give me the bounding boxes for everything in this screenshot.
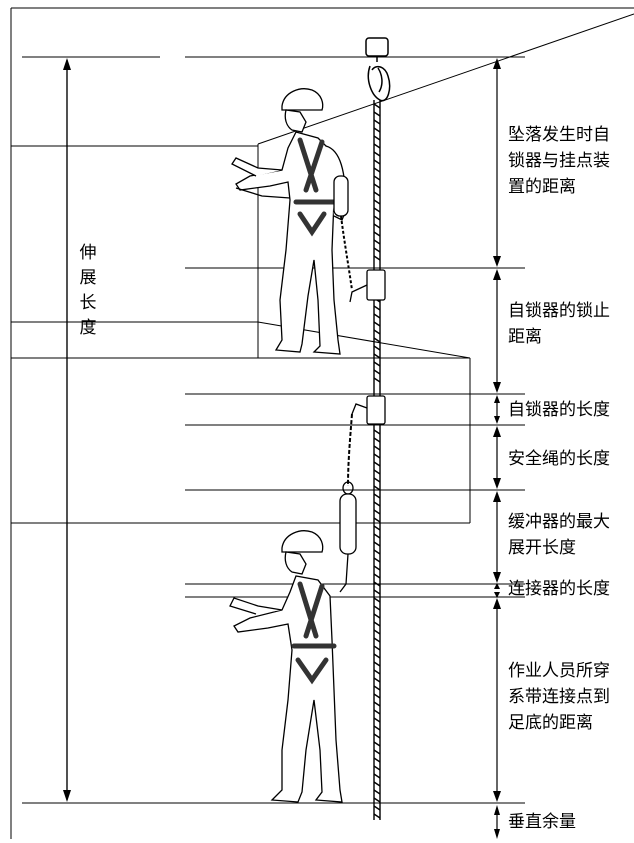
- lanyard-icon: [342, 413, 354, 495]
- anchor-hook-icon: [365, 37, 391, 102]
- connector-length-label: 连接器的长度: [508, 579, 610, 599]
- rope-grab-upper-icon: [349, 269, 386, 303]
- vertical-clearance-label: 垂直余量: [508, 812, 576, 832]
- lower-harness-icon: [291, 581, 337, 685]
- rope: [373, 100, 381, 820]
- lock-stop-distance-label: 自锁器的锁止 距离: [508, 301, 610, 347]
- lower-worker-icon: [229, 530, 343, 803]
- shock-absorber-icon: [339, 493, 357, 593]
- lock-to-anchor-label: 坠落发生时自 锁器与挂点装 置的距离: [508, 125, 610, 197]
- upper-harness-icon: [293, 137, 337, 237]
- rope-grab-lower-icon: [351, 395, 386, 425]
- harness-to-feet-label: 作业人员所穿 系带连接点到 足底的距离: [508, 661, 610, 733]
- upper-worker-icon: [231, 88, 347, 355]
- lock-length-label: 自锁器的长度: [508, 400, 610, 420]
- rope-length-label: 安全绳的长度: [508, 449, 610, 469]
- extension-length-label: 伸展长度: [79, 243, 97, 338]
- roof-line: [257, 13, 634, 145]
- dimension-arrowheads: [63, 58, 501, 839]
- upper-lanyard-icon: [333, 175, 353, 291]
- absorber-length-label: 缓冲器的最大 展开长度: [508, 512, 610, 558]
